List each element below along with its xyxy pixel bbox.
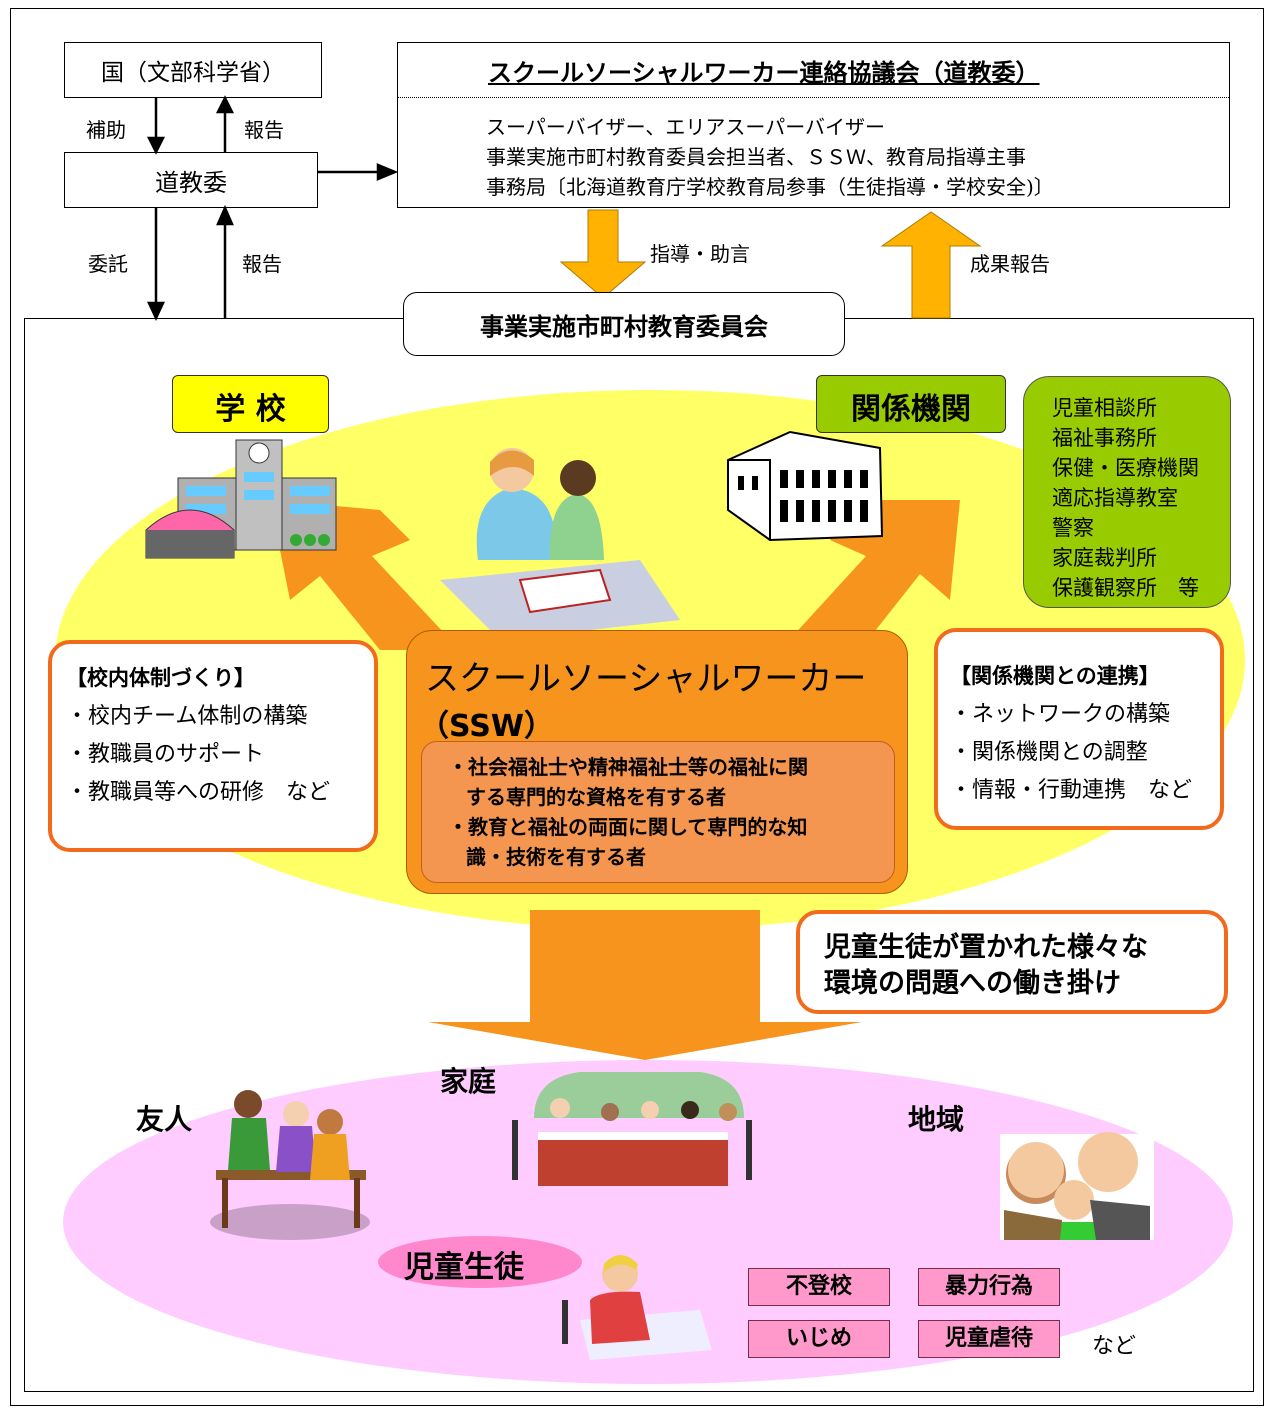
family-label: 家庭 bbox=[440, 1065, 497, 1098]
result-report-arrow bbox=[880, 211, 982, 319]
municipal-board-box: 事業実施市町村教育委員会 bbox=[403, 292, 845, 356]
council-title: スクールソーシャルワーカー連絡協議会（道教委） bbox=[488, 58, 1040, 87]
ssw-abbrev: （SSW） bbox=[419, 709, 554, 744]
school-system-box: 【校内体制づくり】 ・校内チーム体制の構築 ・教職員のサポート ・教職員等への研… bbox=[48, 640, 378, 852]
council-box: スクールソーシャルワーカー連絡協議会（道教委） スーパーバイザー、エリアスーパー… bbox=[397, 42, 1230, 208]
teacher-student-illustration bbox=[440, 448, 680, 640]
student-illustration bbox=[562, 1255, 712, 1360]
agency-list-box: 児童相談所 福祉事務所 保健・医療機関 適応指導教室 警察 家庭裁判所 保護観察… bbox=[1023, 376, 1231, 608]
hokkaido-board-box: 道教委 bbox=[64, 152, 318, 208]
school-system-item: ・教職員等への研修 など bbox=[66, 780, 331, 805]
agencies-label-box: 関係機関 bbox=[816, 375, 1006, 433]
community-illustration bbox=[1000, 1132, 1154, 1240]
ssw-qual-1b: する専門的な資格を有する者 bbox=[466, 785, 726, 809]
school-label: 学 校 bbox=[215, 392, 286, 427]
agency-collab-item: ・情報・行動連携 など bbox=[950, 778, 1193, 803]
agencies-label: 関係機関 bbox=[851, 392, 971, 427]
municipal-board-label: 事業実施市町村教育委員会 bbox=[480, 313, 768, 341]
family-dinner-illustration bbox=[512, 1072, 752, 1186]
agency-collab-item: ・関係機関との調整 bbox=[950, 740, 1148, 765]
agency-item: 家庭裁判所 bbox=[1052, 546, 1157, 570]
approach-line-2: 環境の問題への働き掛け bbox=[824, 968, 1121, 999]
down-big-arrow bbox=[428, 910, 862, 1060]
agency-item: 児童相談所 bbox=[1052, 396, 1157, 420]
ssw-qualification-box: ・社会福祉士や精神福祉士等の福祉に関 する専門的な資格を有する者 ・教育と福祉の… bbox=[421, 741, 895, 883]
friends-label: 友人 bbox=[136, 1103, 193, 1136]
ssw-qual-2a: ・教育と福祉の両面に関して専門的な知 bbox=[448, 815, 808, 839]
ssw-qual-2b: 識・技術を有する者 bbox=[466, 845, 646, 869]
school-building-icon bbox=[145, 439, 337, 559]
report-label-upper: 報告 bbox=[244, 118, 284, 142]
community-label: 地域 bbox=[908, 1103, 965, 1136]
friends-illustration bbox=[210, 1090, 370, 1240]
hokkaido-board-label: 道教委 bbox=[155, 169, 227, 197]
issue-truancy: 不登校 bbox=[748, 1268, 890, 1306]
issue-bullying: いじめ bbox=[748, 1320, 890, 1358]
issue-violence: 暴力行為 bbox=[918, 1268, 1060, 1306]
agency-item: 福祉事務所 bbox=[1052, 426, 1157, 450]
approach-line-1: 児童生徒が置かれた様々な bbox=[824, 932, 1148, 963]
council-divider bbox=[398, 97, 1229, 98]
school-system-item: ・教職員のサポート bbox=[66, 742, 265, 767]
ministry-box: 国（文部科学省） bbox=[64, 42, 322, 98]
school-system-item: ・校内チーム体制の構築 bbox=[66, 704, 308, 729]
agency-item: 警察 bbox=[1052, 516, 1094, 540]
ssw-box: スクールソーシャルワーカー （SSW） ・社会福祉士や精神福祉士等の福祉に関 す… bbox=[406, 630, 908, 894]
agency-item: 適応指導教室 bbox=[1052, 486, 1178, 510]
ssw-qual-1a: ・社会福祉士や精神福祉士等の福祉に関 bbox=[448, 755, 808, 779]
students-label-oval bbox=[378, 1236, 582, 1288]
report-label-lower: 報告 bbox=[242, 252, 282, 276]
ministry-label: 国（文部科学省） bbox=[101, 60, 285, 86]
issue-child-abuse: 児童虐待 bbox=[918, 1320, 1060, 1358]
agency-collab-title: 【関係機関との連携】 bbox=[950, 664, 1160, 688]
approach-box: 児童生徒が置かれた様々な 環境の問題への働き掛け bbox=[796, 910, 1228, 1014]
commission-label: 委託 bbox=[88, 252, 128, 276]
guidance-label: 指導・助言 bbox=[650, 242, 750, 266]
agency-collab-box: 【関係機関との連携】 ・ネットワークの構築 ・関係機関との調整 ・情報・行動連携… bbox=[934, 628, 1224, 830]
line-arrows bbox=[146, 95, 399, 321]
council-member-line-1: スーパーバイザー、エリアスーパーバイザー bbox=[486, 115, 885, 139]
agency-collab-item: ・ネットワークの構築 bbox=[950, 702, 1171, 727]
ssw-title: スクールソーシャルワーカー bbox=[425, 659, 867, 699]
students-label: 児童生徒 bbox=[404, 1250, 524, 1285]
council-member-line-3: 事務局〔北海道教育庁学校教育局参事（生徒指導・学校安全)〕 bbox=[486, 175, 1054, 199]
agency-item: 保健・医療機関 bbox=[1052, 456, 1199, 480]
guidance-arrow bbox=[559, 209, 647, 299]
council-member-line-2: 事業実施市町村教育委員会担当者、ＳＳＷ、教育局指導主事 bbox=[486, 145, 1026, 169]
right-chevron-arrow bbox=[780, 500, 960, 650]
school-label-box: 学 校 bbox=[172, 375, 329, 433]
issues-etc: など bbox=[1092, 1334, 1137, 1359]
result-report-label: 成果報告 bbox=[970, 252, 1050, 276]
agency-building-icon bbox=[727, 430, 884, 542]
school-system-title: 【校内体制づくり】 bbox=[66, 666, 255, 690]
agency-item: 保護観察所 等 bbox=[1052, 576, 1199, 600]
subsidy-label: 補助 bbox=[86, 118, 126, 142]
